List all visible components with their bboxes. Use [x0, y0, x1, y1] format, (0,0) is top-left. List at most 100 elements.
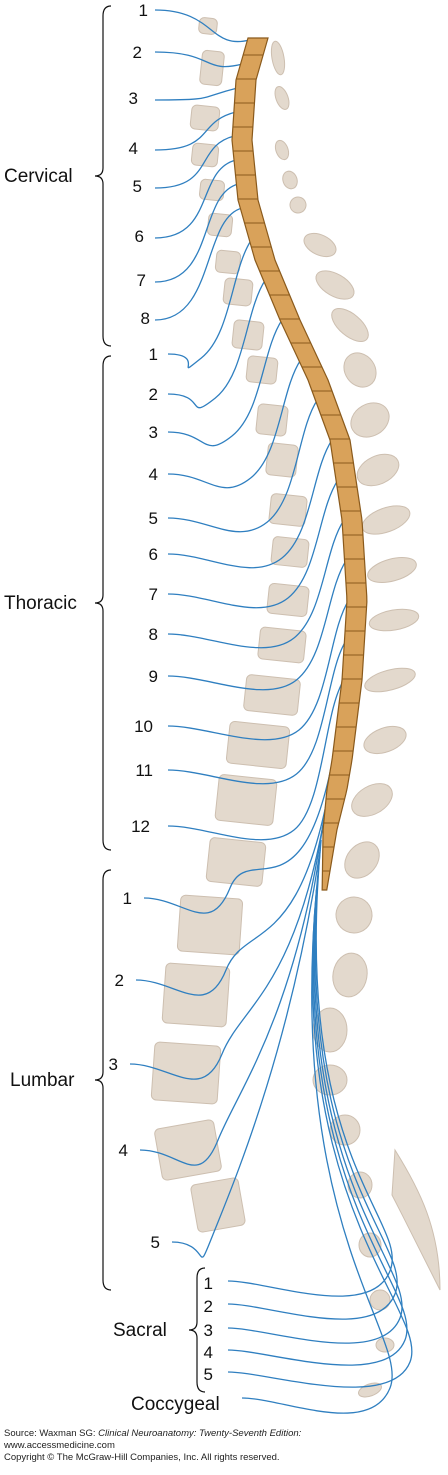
region-label-sacral: Sacral: [113, 1320, 167, 1341]
spinous-process-10: [350, 402, 390, 438]
vertebral-body-10: [245, 355, 279, 385]
nerve-root-thoracic-7: [167, 479, 339, 609]
nerve-root-cervical-7: [154, 183, 239, 283]
nerve-label-thoracic-9: 9: [149, 667, 158, 686]
vertebral-body-4: [190, 142, 220, 168]
spinous-process-2: [274, 86, 290, 110]
vertebral-body-24: [154, 1119, 222, 1181]
nerve-root-lumbar-1: [143, 729, 339, 914]
vertebral-body-14: [270, 536, 310, 568]
nerve-label-lumbar-3: 3: [109, 1055, 118, 1074]
vertebral-body-15: [266, 582, 310, 618]
source-footer: Source: Waxman SG: Clinical Neuroanatomy…: [4, 1428, 444, 1464]
spinous-process-14: [368, 608, 420, 632]
nerve-root-thoracic-6: [167, 439, 333, 569]
nerve-label-thoracic-11: 11: [135, 761, 153, 780]
nerve-root-sacral-2: [227, 851, 398, 1320]
nerve-root-cervical-8: [154, 207, 243, 321]
region-label-cervical: Cervical: [4, 166, 73, 187]
spinal-cord: [231, 37, 368, 891]
nerve-root-thoracic-3: [167, 319, 283, 447]
nerve-root-cervical-1: [154, 9, 250, 43]
nerve-label-cervical-7: 7: [137, 271, 146, 290]
vertebral-column: [150, 17, 441, 1398]
spinal-cord-body: [231, 37, 368, 891]
spinous-process-17: [351, 783, 393, 817]
region-braces: [94, 5, 206, 1393]
region-label-lumbar: Lumbar: [10, 1070, 75, 1091]
nerve-root-cervical-4: [154, 111, 237, 151]
nerve-root-thoracic-1: [167, 239, 252, 369]
nerve-label-thoracic-6: 6: [149, 545, 158, 564]
nerve-label-cervical-5: 5: [133, 177, 142, 196]
brace-sacral: [188, 1267, 206, 1393]
spinous-process-28: [358, 1382, 382, 1398]
spinous-process-8: [331, 308, 369, 342]
vertebral-body-25: [190, 1177, 246, 1233]
vertebral-body-18: [225, 720, 291, 770]
spinous-process-1: [270, 40, 286, 76]
nerve-label-sacral-1: 1: [204, 1274, 213, 1293]
nerve-label-lumbar-5: 5: [151, 1233, 160, 1252]
nerve-label-thoracic-5: 5: [149, 509, 158, 528]
brace-thoracic: [94, 355, 112, 851]
spinous-process-4: [282, 170, 298, 190]
spinous-process-19: [335, 896, 373, 934]
source-line: Source: Waxman SG: Clinical Neuroanatomy…: [4, 1428, 444, 1440]
nerve-label-cervical-6: 6: [135, 227, 144, 246]
nerve-root-thoracic-4: [167, 359, 302, 489]
nerve-label-thoracic-8: 8: [149, 625, 158, 644]
spinous-process-20: [332, 952, 368, 998]
vertebral-body-1: [198, 17, 218, 35]
nerve-root-thoracic-8: [167, 519, 345, 649]
nerve-label-thoracic-12: 12: [131, 817, 150, 836]
nerve-root-sacral-5: [227, 887, 413, 1388]
nerve-root-cervical-5: [154, 135, 235, 189]
spinal-nerves-diagram: 123456781234567891011121234512345Cervica…: [4, 1, 441, 1415]
region-label-coccygeal: Coccygeal: [131, 1394, 220, 1415]
nerve-root-cervical-3: [154, 87, 238, 101]
region-label-thoracic: Thoracic: [4, 593, 77, 614]
nerve-label-thoracic-7: 7: [149, 585, 158, 604]
nerve-root-thoracic-2: [167, 279, 266, 409]
nerve-label-cervical-3: 3: [129, 89, 138, 108]
spinous-process-16: [363, 725, 407, 755]
vertebral-body-3: [189, 104, 221, 132]
spinous-process-11: [356, 453, 400, 487]
vertebral-body-19: [214, 774, 278, 826]
vertebral-body-2: [199, 49, 225, 87]
nerve-label-cervical-2: 2: [133, 43, 142, 62]
nerve-label-cervical-4: 4: [129, 139, 138, 158]
nerve-label-thoracic-10: 10: [134, 717, 153, 736]
nerve-root-thoracic-9: [167, 559, 348, 691]
spinous-process-12: [361, 505, 411, 535]
nerve-label-thoracic-2: 2: [149, 385, 158, 404]
nerve-root-thoracic-11: [167, 639, 348, 785]
nerve-label-cervical-8: 8: [141, 309, 150, 328]
nerve-root-lumbar-3: [129, 789, 330, 1080]
vertebral-body-20: [205, 837, 267, 887]
nerve-label-thoracic-1: 1: [149, 345, 158, 364]
vertebral-body-11: [255, 403, 289, 437]
nerve-labels: 123456781234567891011121234512345Cervica…: [4, 1, 220, 1415]
nerve-root-lumbar-2: [135, 759, 335, 996]
nerve-root-thoracic-12: [167, 679, 345, 841]
spinous-process-3: [274, 139, 290, 161]
nerve-root-lumbar-5: [171, 849, 321, 1258]
vertebral-body-21: [176, 894, 244, 956]
vertebral-body-13: [268, 493, 308, 527]
brace-lumbar: [94, 869, 112, 1291]
nerve-root-lumbar-4: [139, 819, 325, 1166]
brace-cervical: [94, 5, 112, 347]
spinous-process-15: [364, 667, 416, 693]
nerve-root-sacral-1: [227, 839, 393, 1297]
spinous-process-6: [303, 232, 337, 258]
vertebral-body-8: [222, 277, 254, 307]
nerve-root-thoracic-10: [167, 599, 350, 741]
sacrum-bone: [391, 1148, 441, 1291]
source-website: www.accessmedicine.com: [4, 1440, 115, 1451]
source-title: Clinical Neuroanatomy: Twenty-Seventh Ed…: [98, 1428, 302, 1439]
nerve-label-thoracic-3: 3: [149, 423, 158, 442]
nerve-label-thoracic-4: 4: [149, 465, 158, 484]
nerve-label-sacral-5: 5: [204, 1365, 213, 1384]
